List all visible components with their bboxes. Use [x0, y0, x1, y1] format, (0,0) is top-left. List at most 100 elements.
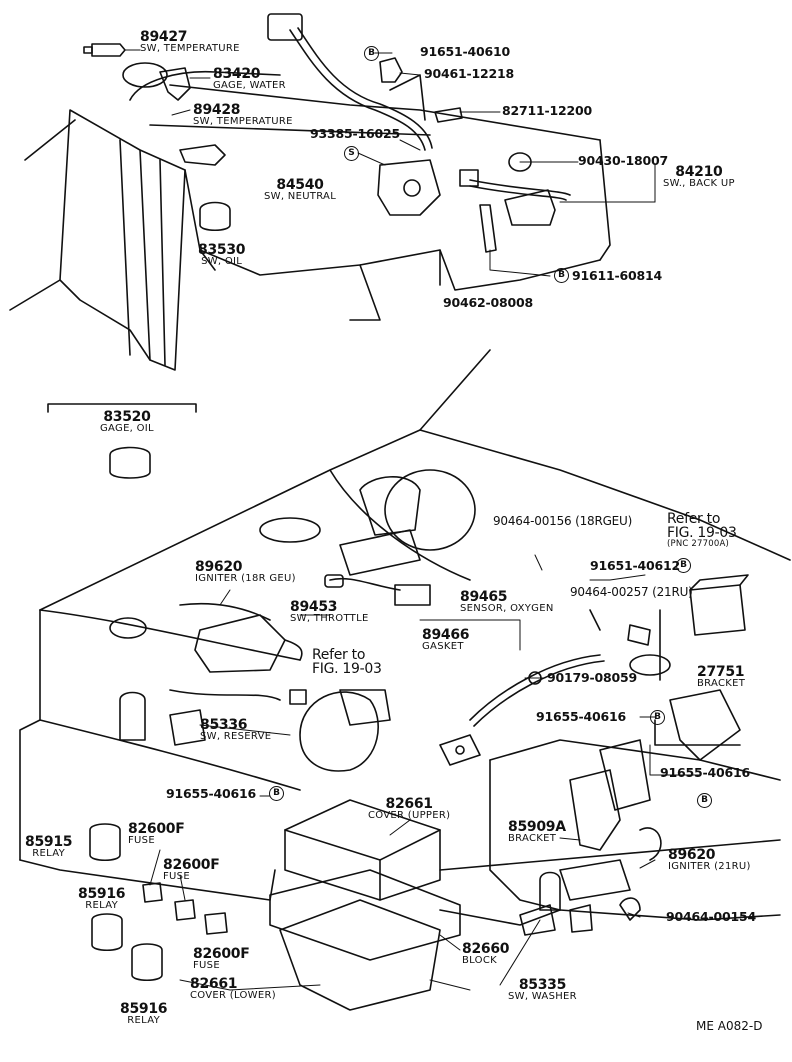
throttle-switch-artwork	[324, 574, 431, 606]
part-description: COVER (UPPER)	[368, 810, 451, 821]
part-description: BRACKET	[697, 678, 746, 689]
callout-b-badge: B	[554, 268, 569, 283]
part-89620-21ru: 89620 IGNITER (21RU)	[668, 848, 751, 872]
part-number: 89620	[668, 847, 716, 863]
part-number: 89465	[460, 589, 508, 605]
part-number: 89427	[140, 29, 188, 45]
part-27751: 27751 BRACKET	[697, 665, 745, 689]
hardware-90179-08059: 90179-08059	[547, 670, 637, 685]
hardware-91651-40612: 91651-40612	[590, 558, 680, 573]
part-89620-18r: 89620 IGNITER (18R GEU)	[195, 560, 296, 584]
hardware-90461-12218: 90461-12218	[424, 66, 514, 81]
part-description: SW, TEMPERATURE	[140, 43, 240, 54]
part-82600f-1: 82600F FUSE	[128, 821, 185, 846]
hardware-91655-40616-a: 91655-40616	[536, 709, 626, 724]
part-description: GAGE, OIL	[100, 423, 154, 434]
part-number: 82660	[462, 941, 510, 957]
part-number: 85335	[518, 977, 567, 993]
part-description: SW, TEMPERATURE	[193, 116, 293, 127]
part-number: 83420	[213, 66, 261, 82]
oil-gage-group-bracket	[47, 403, 197, 479]
part-description: FUSE	[193, 960, 220, 971]
part-83520: 83520 GAGE, OIL	[100, 410, 154, 434]
part-number: 85336	[200, 717, 248, 733]
part-description: GAGE, WATER	[213, 80, 286, 91]
part-description: IGNITER (21RU)	[668, 861, 751, 872]
part-description: SW, RESERVE	[200, 731, 272, 742]
hardware-93385-16025: 93385-16025	[310, 126, 400, 141]
part-description: RELAY	[127, 1015, 160, 1026]
right-relay-artwork	[654, 574, 749, 761]
washer-bracket-artwork	[519, 739, 662, 936]
part-description: SW., BACK UP	[663, 178, 735, 189]
reference-line: Refer to	[312, 647, 366, 663]
part-description: RELAY	[32, 848, 65, 859]
diagram-code: ME A082-D	[696, 1019, 763, 1033]
part-85916-b: 85916 RELAY	[120, 1001, 168, 1026]
part-description: FUSE	[128, 835, 155, 846]
callout-b-badge: B	[697, 793, 712, 808]
hardware-90464-00154: 90464-00154	[666, 909, 756, 924]
hardware-90462-08008: 90462-08008	[443, 295, 533, 310]
part-82661-upper: 82661 COVER (UPPER)	[368, 797, 450, 821]
part-number: 82600F	[193, 946, 250, 962]
part-description: SW, THROTTLE	[290, 613, 369, 624]
part-89466: 89466 GASKET	[422, 627, 470, 652]
part-89465: 89465 SENSOR, OXYGEN	[460, 590, 554, 614]
part-89453: 89453 SW, THROTTLE	[290, 600, 369, 624]
part-85909a: 85909A BRACKET	[508, 820, 566, 844]
part-number: 27751	[697, 664, 745, 680]
engine-block-outline	[122, 62, 611, 321]
callout-s-badge: S	[344, 146, 359, 161]
part-number: 82661	[190, 976, 238, 992]
hardware-90430-18007: 90430-18007	[578, 153, 668, 168]
reference-figure: FIG. 19-03	[312, 661, 382, 677]
callout-b-badge: B	[650, 710, 665, 725]
reference-figure: FIG. 19-03	[667, 525, 737, 541]
part-number: 84210	[675, 164, 723, 180]
part-number: 85909A	[508, 819, 566, 835]
hardware-91651-40610: 91651-40610	[420, 44, 510, 59]
part-description: COVER (LOWER)	[190, 990, 276, 1001]
hardware-91611-60814: 91611-60814	[572, 268, 662, 283]
hardware-90464-00257: 90464-00257 (21RU)	[570, 585, 693, 599]
callout-b-badge: B	[269, 786, 284, 801]
part-description: RELAY	[85, 900, 118, 911]
part-number: 82600F	[128, 821, 185, 837]
part-description: BLOCK	[462, 955, 497, 966]
car-body-outline	[19, 349, 791, 926]
reserve-switch-artwork	[119, 689, 391, 772]
part-description: SW, WASHER	[508, 991, 577, 1002]
relays-fuses-artwork	[89, 823, 228, 982]
part-82600f-3: 82600F FUSE	[193, 946, 250, 971]
part-85335: 85335 SW, WASHER	[508, 978, 577, 1002]
radiator-outline	[9, 109, 186, 371]
part-number: 89466	[422, 627, 470, 643]
part-description: FUSE	[163, 871, 190, 882]
part-85336: 85336 SW, RESERVE	[200, 718, 271, 742]
top-small-parts	[83, 43, 556, 253]
part-85915: 85915 RELAY	[25, 834, 73, 859]
part-number: 89620	[195, 559, 243, 575]
part-description: GASKET	[422, 641, 464, 652]
part-number: 83530	[198, 242, 246, 258]
part-83530: 83530 SW, OIL	[198, 242, 246, 267]
fuse-block-artwork	[269, 799, 461, 1011]
part-number: 82600F	[163, 857, 220, 873]
part-82660: 82660 BLOCK	[462, 941, 510, 966]
figure-reference-center: Refer to FIG. 19-03	[312, 648, 382, 676]
part-number: 85915	[25, 834, 73, 850]
igniter-18r-artwork	[169, 602, 307, 705]
part-number: 85916	[120, 1001, 168, 1017]
part-description: SENSOR, OXYGEN	[460, 603, 554, 614]
part-number: 85916	[78, 886, 126, 902]
part-number: 82661	[385, 796, 434, 812]
hardware-82711-12200: 82711-12200	[502, 103, 592, 118]
hardware-90464-00156: 90464-00156 (18RGEU)	[493, 514, 633, 528]
part-description: SW, OIL	[201, 256, 243, 267]
part-number: 84540	[276, 177, 324, 193]
leader-lines	[124, 49, 701, 991]
callout-b-badge: B	[676, 558, 691, 573]
part-89428: 89428 SW, TEMPERATURE	[193, 103, 293, 127]
